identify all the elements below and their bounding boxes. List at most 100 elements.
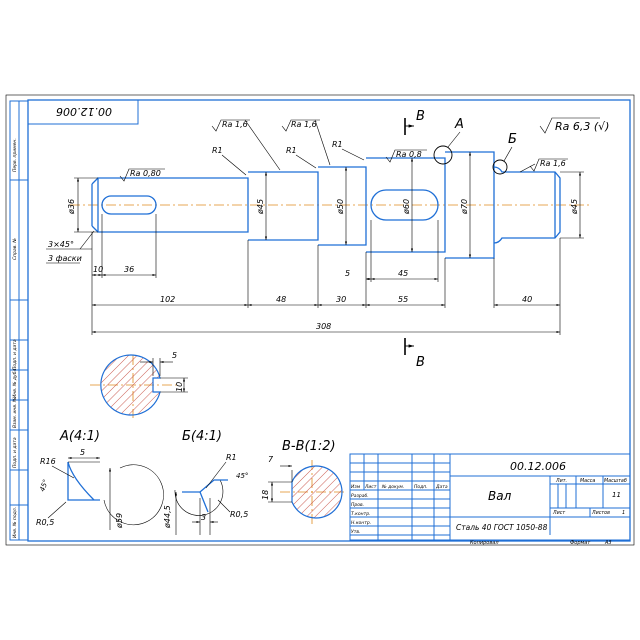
roughness-4: Ra 0,80 bbox=[130, 169, 161, 178]
shaft-step-d50 bbox=[318, 166, 367, 246]
dim-5: 5 bbox=[345, 269, 350, 278]
shaft-step-d60 bbox=[366, 157, 446, 253]
view-b-label: Б bbox=[508, 132, 517, 147]
detail-a-dia: ø59 bbox=[115, 513, 124, 529]
side-label-1: Перв. примен. bbox=[12, 138, 18, 172]
tb-copied: Копировал bbox=[470, 540, 499, 546]
key-width-dim: 5 bbox=[172, 351, 177, 360]
dim-308: 308 bbox=[316, 322, 331, 331]
roughness-3: Ra 0,8 bbox=[396, 150, 422, 159]
detail-b-dim3: 3 bbox=[201, 513, 206, 522]
roughness-5: Ra 1,6 bbox=[540, 159, 566, 168]
tb-row-razrab: Разраб. bbox=[351, 493, 369, 499]
tb-header-list: Лист bbox=[364, 484, 377, 490]
tb-code: 00.12.006 bbox=[510, 460, 566, 473]
tb-sheets-value: 1 bbox=[622, 510, 625, 516]
detail-a: А(4:1) 5 R16 45° R0,5 ø59 bbox=[36, 429, 164, 530]
detail-b-dia: ø44,5 bbox=[163, 505, 172, 529]
detail-b-r1: R1 bbox=[226, 453, 237, 462]
diameter-70: ø70 bbox=[460, 199, 469, 215]
dim-30: 30 bbox=[336, 295, 346, 304]
detail-a-title: А(4:1) bbox=[59, 429, 100, 444]
dim-36: 36 bbox=[124, 265, 134, 274]
side-label-7: Инв. № подл. bbox=[12, 507, 18, 538]
key-depth-dim: 10 bbox=[175, 382, 184, 392]
side-label-4: Инв. № дубл. bbox=[12, 367, 18, 398]
dim-10: 10 bbox=[93, 265, 103, 274]
tb-row-tkontr: Т.контр. bbox=[351, 511, 371, 517]
chamfer-dim: 3×45° bbox=[48, 240, 74, 249]
tb-scale-label: Масштаб bbox=[604, 478, 627, 484]
keyway-left bbox=[101, 195, 157, 215]
detail-b: Б(4:1) 3 R1 45° R0,5 ø44,5 bbox=[163, 429, 248, 535]
cut-mark-bottom: В bbox=[416, 355, 425, 370]
tb-header-date: Дата bbox=[435, 484, 448, 490]
detail-b-marker bbox=[492, 159, 508, 175]
dim-45: 45 bbox=[398, 269, 408, 278]
section-bb: В-В(1:2) 7 18 bbox=[261, 439, 345, 524]
tb-sheets-label: Листов bbox=[591, 510, 610, 516]
detail-b-angle: 45° bbox=[236, 472, 248, 480]
radius-callouts: R1 R1 R1 bbox=[212, 140, 365, 176]
diameter-dimensions: ø36 ø45 ø50 ø60 ø70 ø45 bbox=[67, 152, 584, 258]
diameter-45: ø45 bbox=[256, 199, 265, 215]
section-bb-dim7: 7 bbox=[268, 455, 274, 464]
diameter-50: ø50 bbox=[336, 199, 345, 215]
length-dimensions: 3×45° 3 фаски 10 36 5 45 102 48 30 55 40… bbox=[46, 214, 561, 335]
side-label-5: Взам. инв. № bbox=[12, 397, 18, 428]
cut-mark-top: В bbox=[416, 109, 425, 124]
tb-lit-label: Лит. bbox=[555, 478, 567, 484]
tb-mass-label: Масса bbox=[580, 478, 595, 484]
tb-format-value: А3 bbox=[604, 540, 612, 546]
radius-2: R1 bbox=[286, 146, 297, 155]
section-bb-title: В-В(1:2) bbox=[282, 439, 336, 454]
shaft-step-d45 bbox=[248, 171, 319, 241]
diameter-36: ø36 bbox=[67, 199, 76, 215]
tb-part-name: Вал bbox=[488, 489, 512, 503]
corner-code: 00.12.006 bbox=[56, 105, 112, 118]
side-label-2: Справ. № bbox=[12, 238, 18, 260]
chamfer-note: 3 фаски bbox=[48, 254, 82, 263]
radius-1: R1 bbox=[212, 146, 223, 155]
title-block: Изм Лист № докум. Подп. Дата Разраб. Про… bbox=[349, 453, 631, 546]
dim-102: 102 bbox=[160, 295, 175, 304]
dim-48: 48 bbox=[276, 295, 286, 304]
tb-row-nkontr: Н.контр. bbox=[351, 520, 371, 526]
section-cut-marks: В В А Б bbox=[404, 109, 517, 370]
tb-row-prov: Пров. bbox=[351, 502, 364, 508]
diameter-60: ø60 bbox=[402, 199, 411, 215]
side-label-6: Подп. и дата bbox=[12, 437, 18, 468]
roughness-1: Ra 1,6 bbox=[222, 120, 248, 129]
side-strip: Перв. примен. Справ. № Подп. и дата Инв.… bbox=[9, 100, 29, 541]
detail-a-angle: 45° bbox=[38, 478, 50, 492]
tb-row-utv: Утв. bbox=[351, 529, 360, 535]
shaft-main-view bbox=[70, 145, 590, 259]
roughness-2: Ra 1,6 bbox=[291, 120, 317, 129]
general-roughness: Ra 6,3 (√) bbox=[539, 117, 609, 134]
key-section: 5 10 bbox=[90, 351, 188, 418]
tb-format-label: Формат bbox=[570, 540, 591, 546]
detail-a-marker bbox=[433, 145, 453, 165]
detail-a-dim5: 5 bbox=[80, 448, 85, 457]
dim-40: 40 bbox=[522, 295, 532, 304]
keyway-right bbox=[370, 189, 439, 221]
tb-header-doc: № докум. bbox=[381, 484, 404, 490]
roughness-callouts: Ra 1,6 Ra 1,6 Ra 0,8 Ra 0,80 Ra 1,6 bbox=[119, 119, 568, 182]
general-roughness-text: Ra 6,3 (√) bbox=[555, 120, 609, 133]
shaft-step-d36 bbox=[97, 177, 249, 233]
tb-header-izm: Изм bbox=[351, 484, 361, 490]
tb-mass-value: 11 bbox=[612, 491, 621, 499]
section-bb-dim18: 18 bbox=[261, 490, 270, 500]
dim-55: 55 bbox=[398, 295, 408, 304]
tb-material: Сталь 40 ГОСТ 1050-88 bbox=[456, 523, 548, 532]
detail-a-r05: R0,5 bbox=[36, 518, 54, 527]
view-a-label: А bbox=[454, 117, 464, 132]
corner-code-box: 00.12.006 bbox=[27, 99, 139, 125]
shaft-step-d45-right bbox=[493, 166, 561, 244]
detail-b-r05: R0,5 bbox=[230, 510, 248, 519]
side-label-3: Подп. и дата bbox=[12, 339, 18, 370]
radius-3: R1 bbox=[332, 140, 343, 149]
detail-b-title: Б(4:1) bbox=[182, 429, 222, 444]
sheet-border bbox=[5, 94, 635, 546]
